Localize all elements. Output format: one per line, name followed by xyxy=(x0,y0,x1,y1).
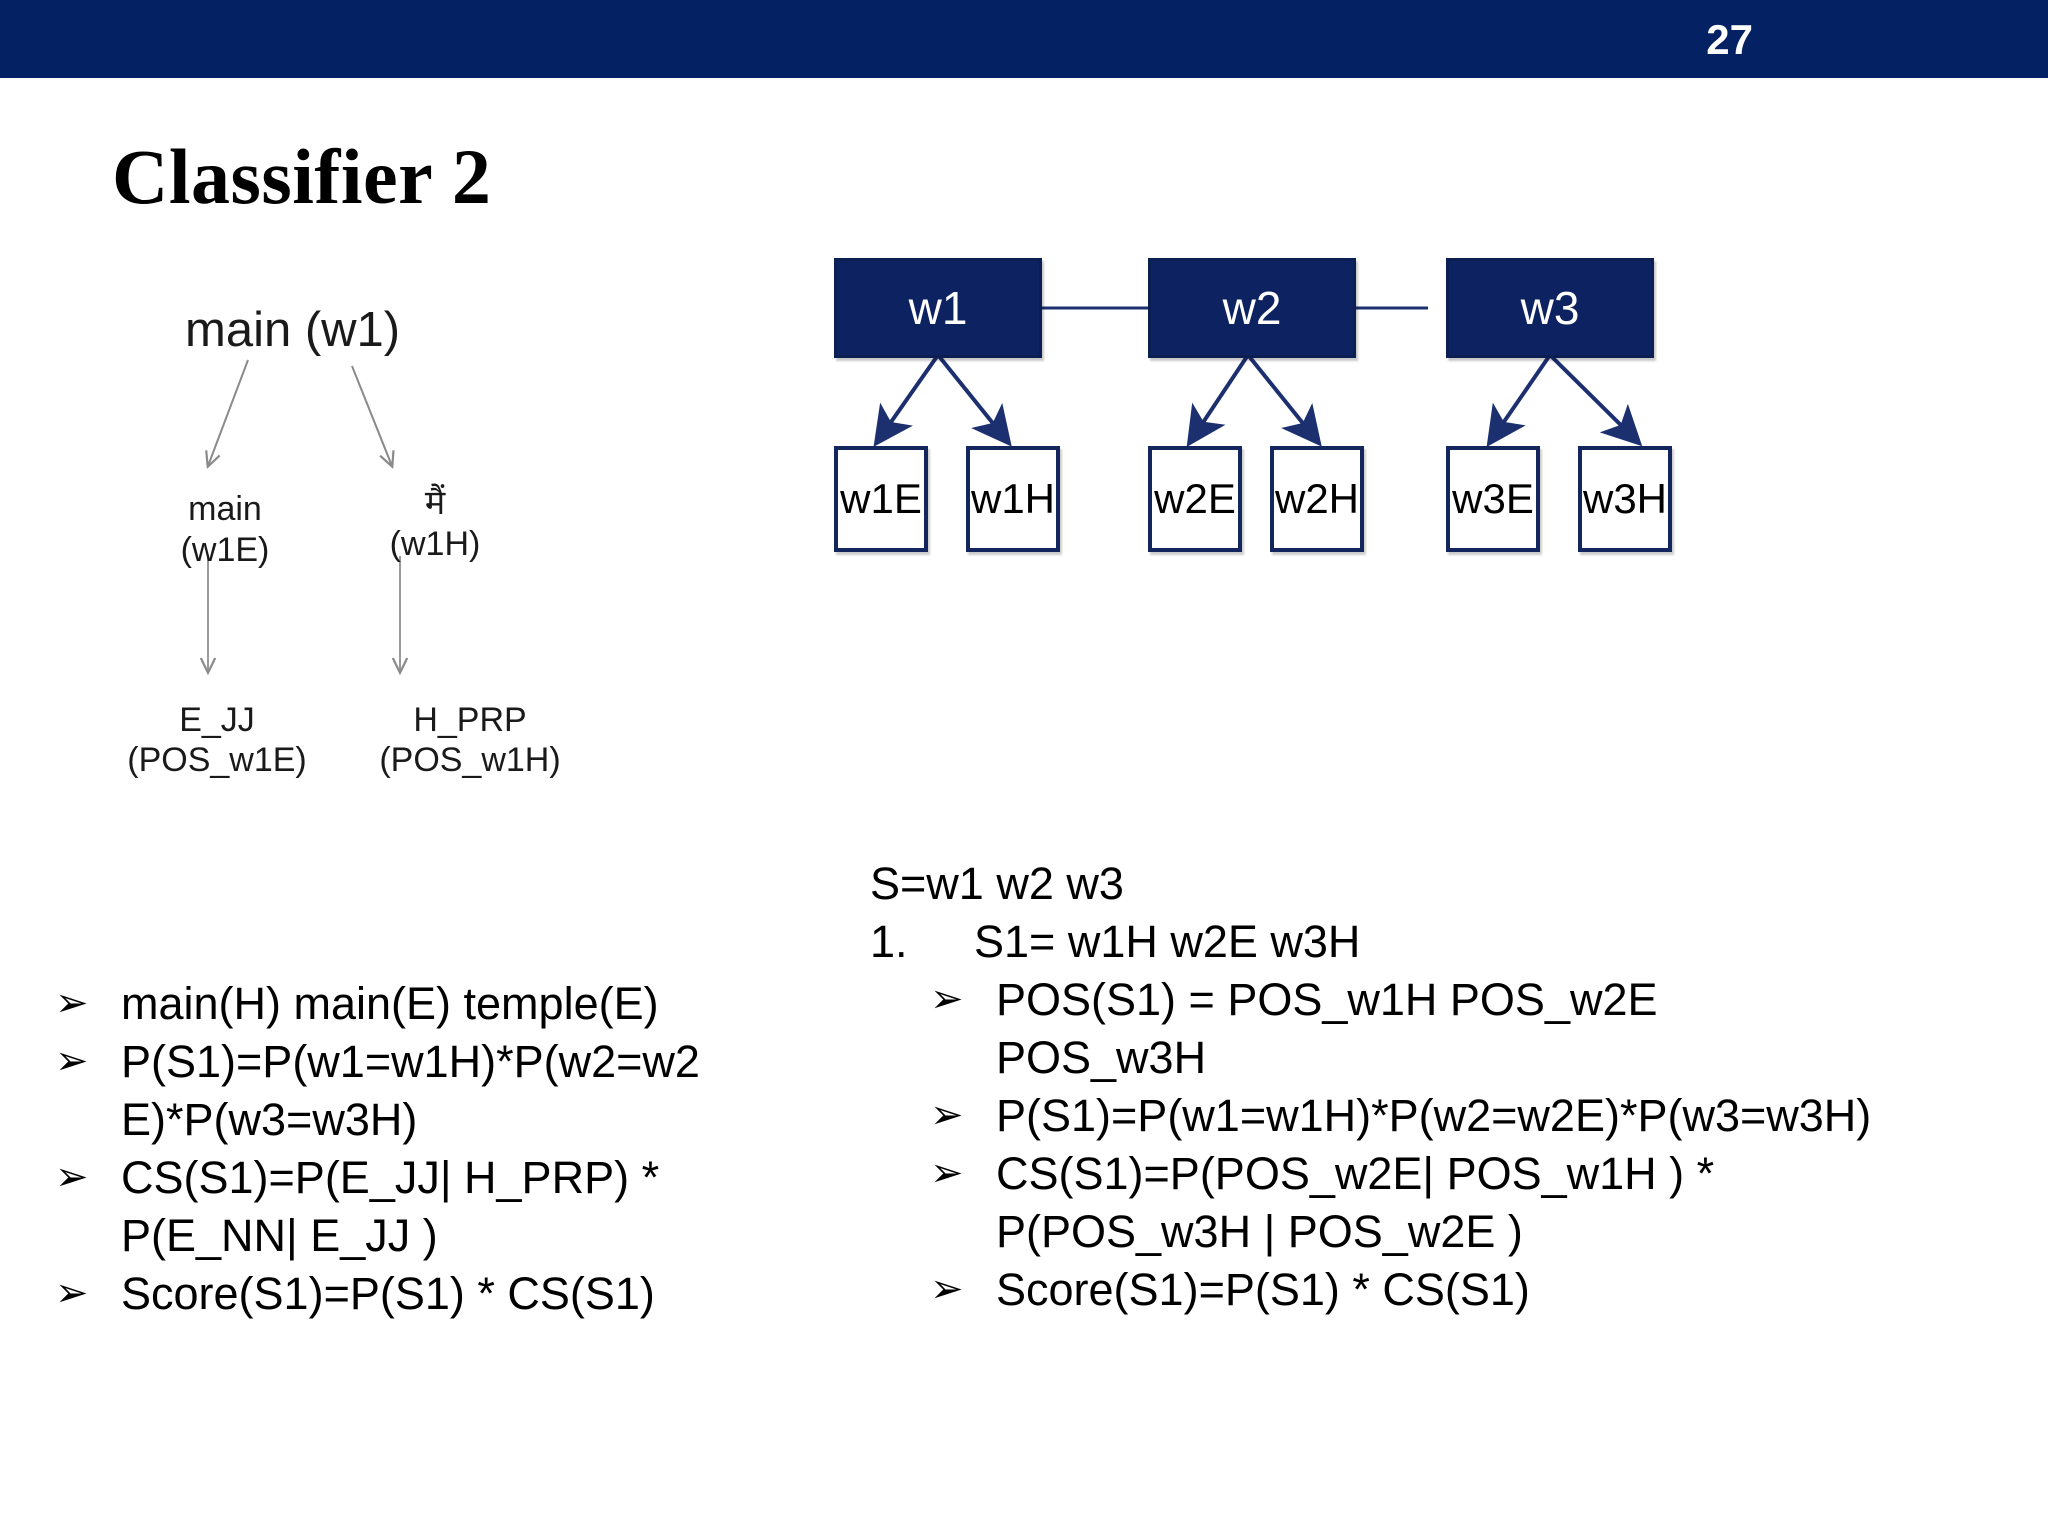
leaf-box-w1h[interactable]: w1H xyxy=(966,446,1060,552)
left-tree-child-english-id: (w1E) xyxy=(180,530,270,569)
right-bullet-list: S=w1 w2 w3 1. S1= w1H w2E w3H ➢ POS(S1) … xyxy=(870,855,2040,1319)
left-bullet-list: ➢ main(H) main(E) temple(E) ➢ P(S1)=P(w1… xyxy=(55,975,865,1323)
left-tree-child-hindi-word: मैं xyxy=(424,484,446,522)
bullet-arrow-icon: ➢ xyxy=(930,1151,964,1196)
page-number: 27 xyxy=(1706,16,1753,63)
left-tree-pos-hindi-id: (POS_w1H) xyxy=(379,741,561,780)
left-tree-connectors xyxy=(0,359,820,700)
right-bullet-text-2: CS(S1)=P(POS_w2E| POS_w1H ) * P(POS_w3H … xyxy=(996,1145,2040,1261)
header-bar xyxy=(0,0,2048,78)
left-bullet-text-2-line1: CS(S1)=P(E_JJ| H_PRP) * xyxy=(121,1152,660,1204)
leaf-box-w3h[interactable]: w3H xyxy=(1578,446,1672,552)
left-bullet-text-0: main(H) main(E) temple(E) xyxy=(121,978,659,1029)
bullet-arrow-icon: ➢ xyxy=(930,1267,964,1312)
bullet-arrow-icon: ➢ xyxy=(55,1039,89,1084)
right-bullet-text-3: Score(S1)=P(S1) * CS(S1) xyxy=(996,1264,1530,1316)
numbered-list-item: 1. S1= w1H w2E w3H xyxy=(870,913,2040,971)
left-bullet-text-1: P(S1)=P(w1=w1H)*P(w2=w2 E)*P(w3=w3H) xyxy=(121,1033,865,1149)
left-tree-child-english: main (w1E) xyxy=(130,489,320,571)
left-bullet-text-3: Score(S1)=P(S1) * CS(S1) xyxy=(121,1268,655,1320)
right-bullet-text-0-line2: POS_w3H xyxy=(996,1032,1207,1084)
sequence-heading: S=w1 w2 w3 xyxy=(870,858,1124,909)
right-bullet-text-0: POS(S1) = POS_w1H POS_w2E POS_w3H xyxy=(996,971,2040,1087)
left-tree-root-label: main (w1) xyxy=(185,303,401,357)
left-tree-pos-english-id: (POS_w1E) xyxy=(127,741,307,780)
list-item: ➢ POS(S1) = POS_w1H POS_w2E POS_w3H xyxy=(930,971,2040,1087)
list-item: ➢ Score(S1)=P(S1) * CS(S1) xyxy=(55,1265,865,1323)
page-title: Classifier 2 xyxy=(112,133,492,220)
left-tree-pos-english-tag: E_JJ xyxy=(179,701,255,739)
left-bullet-text-1-line2: E)*P(w3=w3H) xyxy=(121,1094,418,1146)
right-diagram-connectors xyxy=(873,306,1643,447)
list-item: ➢ P(S1)=P(w1=w1H)*P(w2=w2E)*P(w3=w3H) xyxy=(930,1087,2040,1145)
list-item: ➢ main(H) main(E) temple(E) xyxy=(55,975,865,1033)
node-box-w2[interactable]: w2 xyxy=(1148,258,1356,358)
left-tree-child-hindi-id: (w1H) xyxy=(389,524,481,563)
left-tree-pos-hindi: H_PRP (POS_w1H) xyxy=(345,700,595,780)
left-word-tree: main (w1) main (w1E) मैं (w1H) E_JJ (POS… xyxy=(0,280,820,779)
list-item: ➢ CS(S1)=P(POS_w2E| POS_w1H ) * P(POS_w3… xyxy=(930,1145,2040,1261)
right-bullet-text-2-line1: CS(S1)=P(POS_w2E| POS_w1H ) * xyxy=(996,1148,1715,1200)
list-number: 1. xyxy=(870,916,908,968)
bullet-arrow-icon: ➢ xyxy=(930,977,964,1022)
bullet-arrow-icon: ➢ xyxy=(930,1093,964,1138)
right-lattice-diagram: w1 w2 w3 w1E w1H w2E w2H w3E w3H xyxy=(820,250,2048,650)
left-bullet-text-1-line1: P(S1)=P(w1=w1H)*P(w2=w2 xyxy=(121,1036,700,1088)
node-box-w3[interactable]: w3 xyxy=(1446,258,1654,358)
left-tree-pos-hindi-tag: H_PRP xyxy=(413,701,527,739)
leaf-box-w1e[interactable]: w1E xyxy=(834,446,928,552)
list-item: ➢ Score(S1)=P(S1) * CS(S1) xyxy=(930,1261,2040,1319)
bullet-arrow-icon: ➢ xyxy=(55,1271,89,1316)
left-tree-child-hindi: मैं (w1H) xyxy=(340,483,530,565)
left-tree-child-english-word: main xyxy=(188,490,262,528)
left-bullet-text-2-line2: P(E_NN| E_JJ ) xyxy=(121,1210,438,1262)
numbered-list-text: S1= w1H w2E w3H xyxy=(974,916,1361,968)
left-bullet-text-2: CS(S1)=P(E_JJ| H_PRP) * P(E_NN| E_JJ ) xyxy=(121,1149,865,1265)
right-bullet-text-2-line2: P(POS_w3H | POS_w2E ) xyxy=(996,1206,1523,1258)
leaf-box-w2e[interactable]: w2E xyxy=(1148,446,1242,552)
list-item: ➢ P(S1)=P(w1=w1H)*P(w2=w2 E)*P(w3=w3H) xyxy=(55,1033,865,1149)
left-tree-pos-english: E_JJ (POS_w1E) xyxy=(92,700,342,780)
bullet-arrow-icon: ➢ xyxy=(55,1155,89,1200)
leaf-box-w3e[interactable]: w3E xyxy=(1446,446,1540,552)
bullet-arrow-icon: ➢ xyxy=(55,981,89,1025)
right-bullet-text-0-line1: POS(S1) = POS_w1H POS_w2E xyxy=(996,974,1658,1026)
right-bullet-text-1: P(S1)=P(w1=w1H)*P(w2=w2E)*P(w3=w3H) xyxy=(996,1090,1872,1142)
node-box-w1[interactable]: w1 xyxy=(834,258,1042,358)
list-item: ➢ CS(S1)=P(E_JJ| H_PRP) * P(E_NN| E_JJ ) xyxy=(55,1149,865,1265)
leaf-box-w2h[interactable]: w2H xyxy=(1270,446,1364,552)
